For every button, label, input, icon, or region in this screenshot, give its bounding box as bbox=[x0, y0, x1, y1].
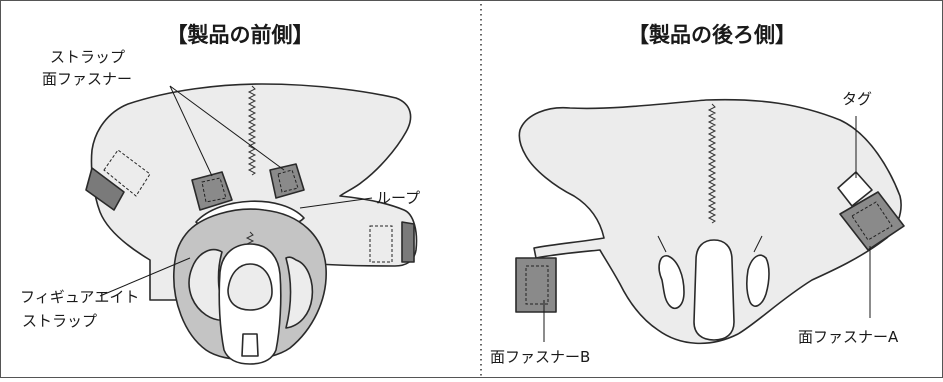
front-zipper bbox=[247, 85, 257, 176]
front-label-figure-eight-1: フィギュアエイト bbox=[20, 288, 139, 306]
front-nose-slot bbox=[241, 333, 259, 357]
front-right-dashed-patch bbox=[369, 225, 393, 263]
front-label-strap-fastener-2: 面ファスナー bbox=[42, 70, 132, 88]
back-fastener-a bbox=[839, 191, 905, 251]
front-strap-fastener-left-dashes bbox=[201, 177, 227, 203]
back-fastener-b bbox=[515, 257, 557, 313]
back-body bbox=[518, 98, 902, 345]
front-left-dashed-patch bbox=[103, 149, 151, 197]
front-label-strap-fastener-1: ストラップ bbox=[50, 48, 125, 66]
back-label-fastener-a: 面ファスナーA bbox=[798, 328, 899, 346]
front-label-figure-eight-2: ストラップ bbox=[22, 312, 97, 330]
front-strap-inner-right bbox=[285, 256, 314, 329]
front-product bbox=[85, 83, 418, 365]
back-nose-opening bbox=[693, 239, 735, 341]
front-strap-fastener-right bbox=[269, 163, 305, 199]
front-leader-loop bbox=[299, 197, 373, 209]
front-left-tab bbox=[85, 167, 125, 211]
back-right-opening bbox=[745, 254, 770, 307]
front-leader-figure-eight bbox=[99, 257, 191, 297]
back-label-fastener-b: 面ファスナーB bbox=[490, 348, 590, 366]
front-leader-strap-right bbox=[169, 85, 285, 171]
back-right-seam bbox=[753, 235, 763, 253]
back-label-tag: タグ bbox=[842, 90, 872, 108]
front-strap-fastener-right-dashes bbox=[277, 169, 299, 193]
front-title: 【製品の前側】 bbox=[167, 23, 314, 47]
back-fastener-a-dashes bbox=[851, 201, 893, 241]
back-tag bbox=[837, 171, 873, 207]
front-leader-strap-left bbox=[169, 85, 213, 177]
front-label-loop: ループ bbox=[376, 189, 420, 207]
back-zipper bbox=[707, 103, 717, 224]
back-fastener-b-dashes bbox=[525, 265, 549, 305]
back-left-seam bbox=[657, 235, 667, 253]
back-left-opening bbox=[658, 255, 685, 310]
front-right-tab bbox=[401, 221, 415, 263]
front-nose-pocket bbox=[227, 263, 273, 311]
back-title: 【製品の後ろ側】 bbox=[628, 23, 796, 47]
back-product bbox=[515, 98, 905, 345]
